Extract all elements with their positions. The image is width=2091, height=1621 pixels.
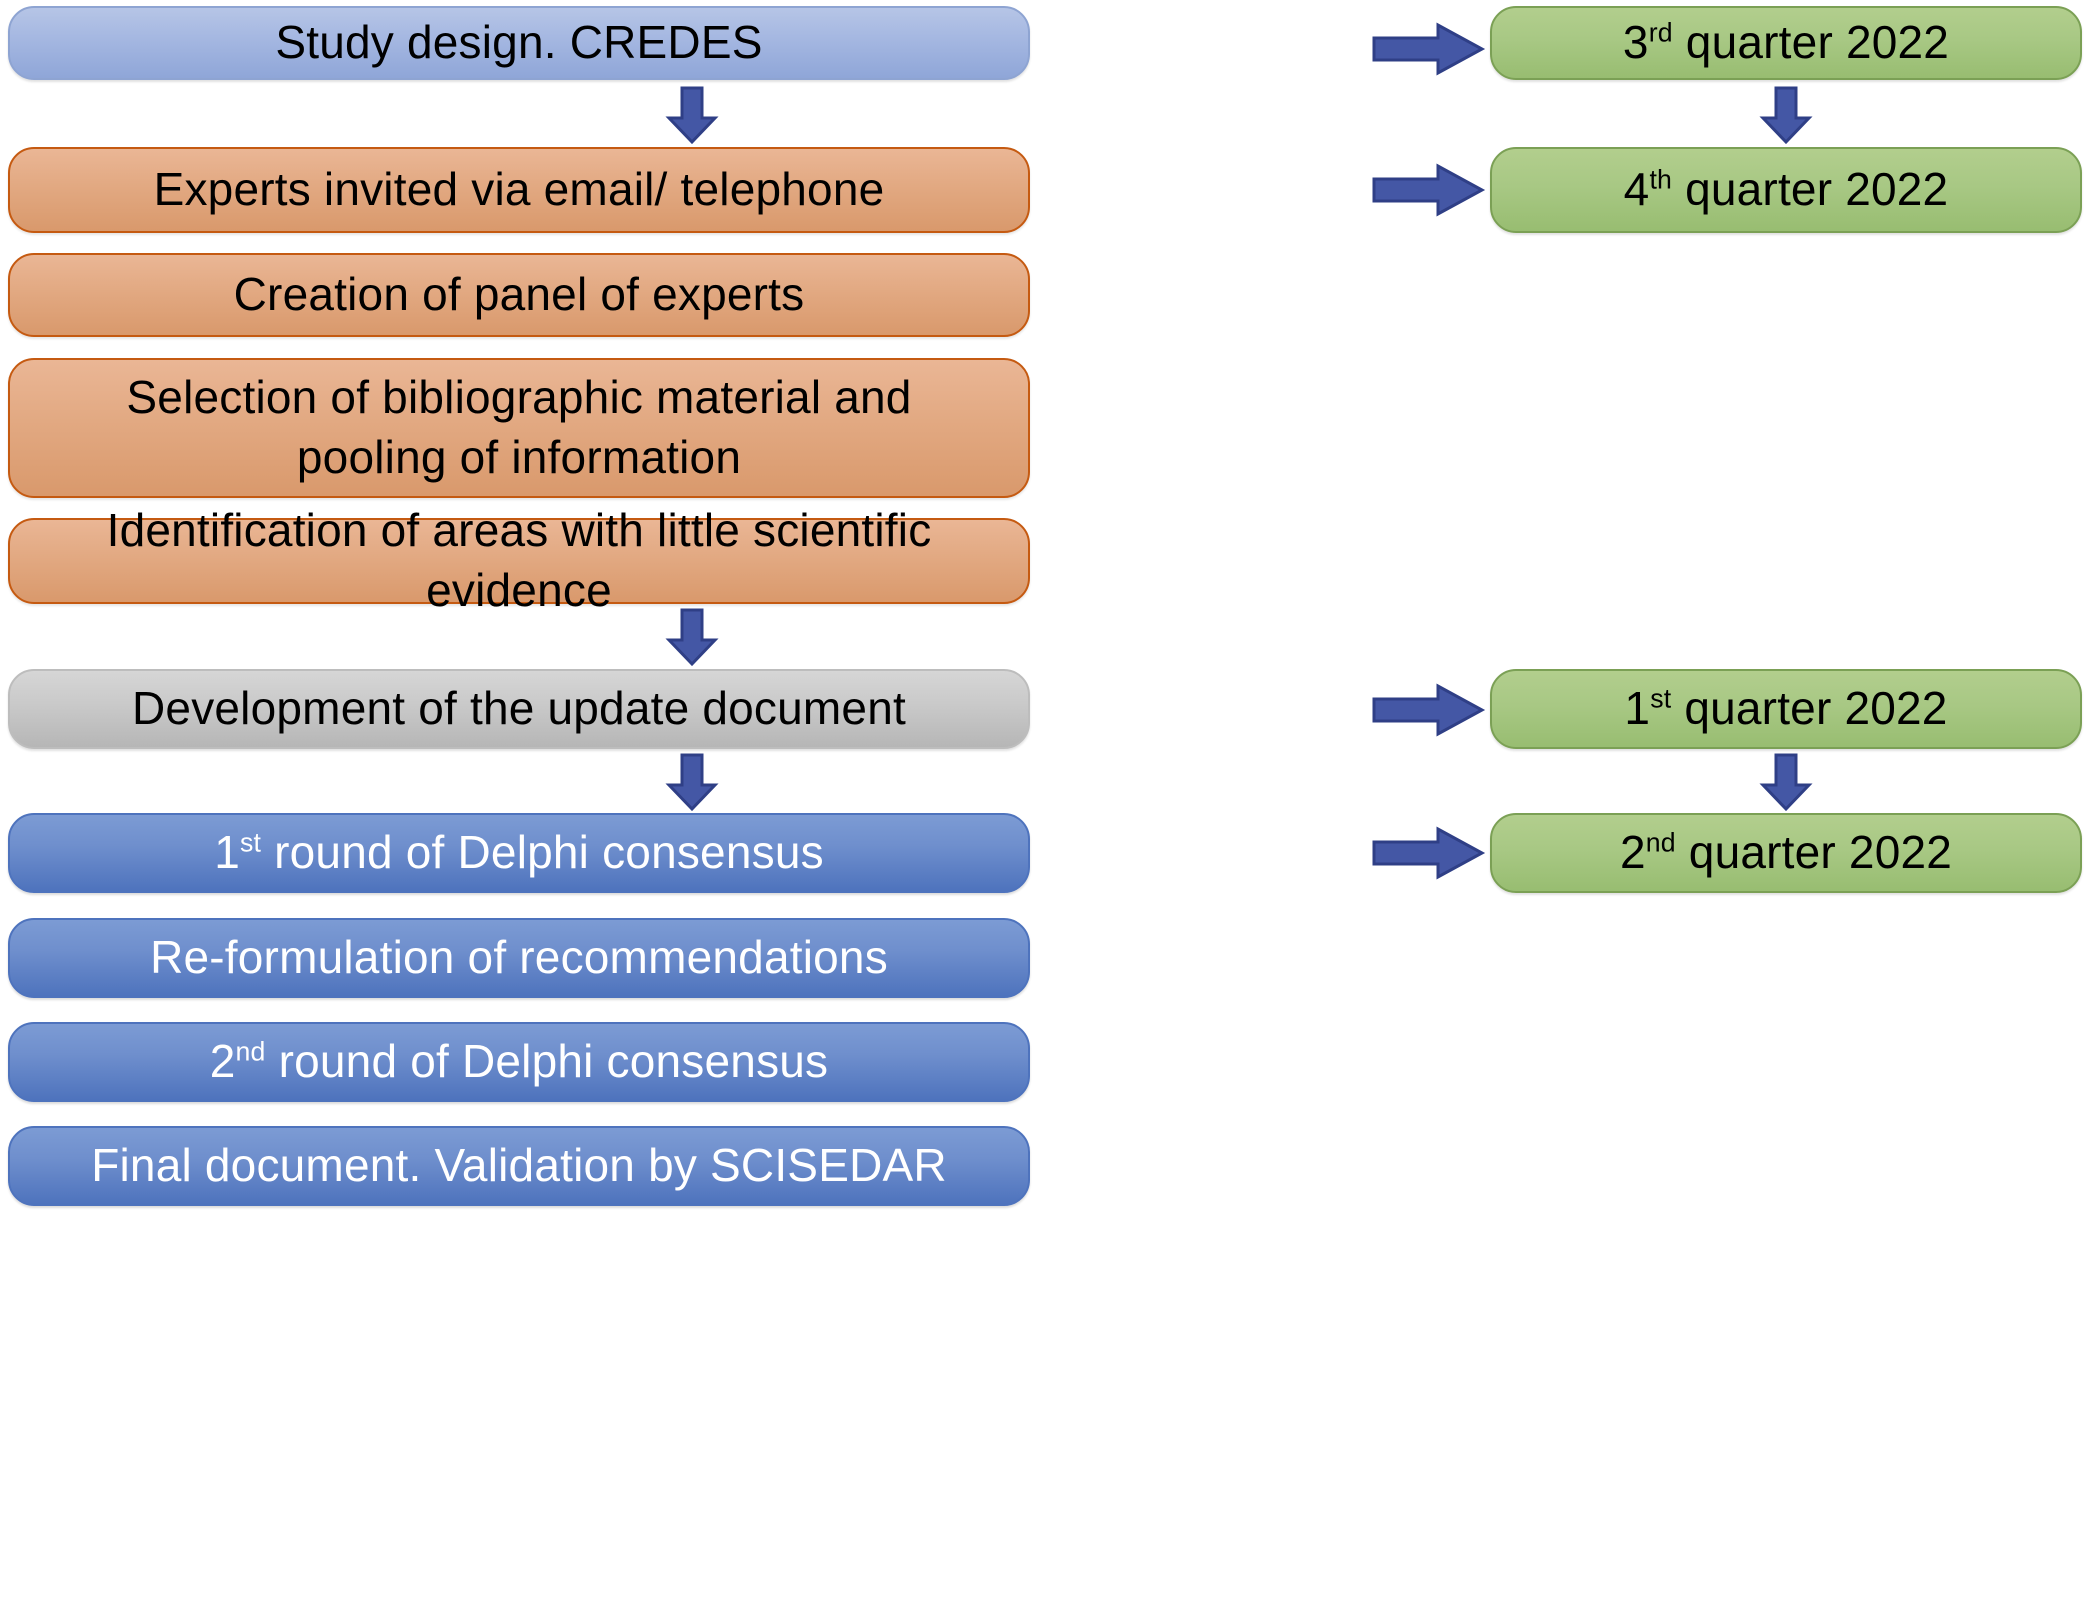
node-delphi-round-1-label: 1st round of Delphi consensus <box>36 823 1002 883</box>
node-development-document-label: Development of the update document <box>132 682 906 735</box>
ordinal-rest: round of Delphi consensus <box>265 1035 829 1088</box>
node-q2-2022[interactable]: 2nd quarter 2022 <box>1490 813 2082 893</box>
ordinal-number: 3 <box>1622 16 1649 69</box>
node-q2-2022-label: 2nd quarter 2022 <box>1518 823 2054 883</box>
ordinal-number: 1 <box>214 826 240 879</box>
node-final-document[interactable]: Final document. Validation by SCISEDAR <box>8 1126 1030 1206</box>
ordinal-suffix: nd <box>1645 827 1676 858</box>
node-identification-areas-label: Identification of areas with little scie… <box>106 504 932 616</box>
arrow-delphi1-to-q2 <box>1372 826 1486 880</box>
ordinal-suffix: st <box>1650 683 1672 714</box>
arrow-development-to-q1 <box>1372 683 1486 737</box>
ordinal-suffix: st <box>239 827 262 858</box>
ordinal-number: 2 <box>209 1035 236 1088</box>
arrow-identification-to-development <box>664 608 720 667</box>
node-development-document[interactable]: Development of the update document <box>8 669 1030 749</box>
node-experts-invited-label: Experts invited via email/ telephone <box>153 163 885 216</box>
ordinal-rest: quarter 2022 <box>1675 826 1953 879</box>
arrow-study-design-to-q3 <box>1372 22 1486 76</box>
arrow-experts-to-q4 <box>1372 163 1486 217</box>
node-q1-2022-label: 1st quarter 2022 <box>1518 679 2054 739</box>
node-q4-2022[interactable]: 4th quarter 2022 <box>1490 147 2082 233</box>
arrow-study-design-to-experts <box>664 86 720 145</box>
node-final-document-label: Final document. Validation by SCISEDAR <box>91 1139 947 1192</box>
ordinal-number: 2 <box>1619 826 1646 879</box>
node-delphi-round-2-label: 2nd round of Delphi consensus <box>36 1032 1002 1092</box>
ordinal-rest: quarter 2022 <box>1672 163 1949 216</box>
node-creation-panel[interactable]: Creation of panel of experts <box>8 253 1030 337</box>
ordinal-number: 1 <box>1624 682 1651 735</box>
node-delphi-round-1[interactable]: 1st round of Delphi consensus <box>8 813 1030 893</box>
node-q3-2022-label: 3rd quarter 2022 <box>1518 13 2054 73</box>
node-study-design-label: Study design. CREDES <box>275 16 763 69</box>
ordinal-rest: round of Delphi consensus <box>261 826 824 879</box>
node-q1-2022[interactable]: 1st quarter 2022 <box>1490 669 2082 749</box>
ordinal-rest: quarter 2022 <box>1672 16 1950 69</box>
node-q4-2022-label: 4th quarter 2022 <box>1518 160 2054 220</box>
node-reformulation-label: Re-formulation of recommendations <box>150 931 888 984</box>
ordinal-suffix: rd <box>1648 17 1673 48</box>
arrow-development-to-delphi1 <box>664 753 720 812</box>
ordinal-rest: quarter 2022 <box>1671 682 1948 735</box>
arrow-q1-to-q2 <box>1758 753 1814 812</box>
node-q3-2022[interactable]: 3rd quarter 2022 <box>1490 6 2082 80</box>
ordinal-suffix: nd <box>235 1036 266 1067</box>
node-creation-panel-label: Creation of panel of experts <box>233 268 805 321</box>
ordinal-suffix: th <box>1649 164 1673 195</box>
node-reformulation[interactable]: Re-formulation of recommendations <box>8 918 1030 998</box>
node-experts-invited[interactable]: Experts invited via email/ telephone <box>8 147 1030 233</box>
arrow-q3-to-q4 <box>1758 86 1814 145</box>
node-identification-areas[interactable]: Identification of areas with little scie… <box>8 504 1030 616</box>
node-study-design[interactable]: Study design. CREDES <box>8 6 1030 80</box>
node-delphi-round-2[interactable]: 2nd round of Delphi consensus <box>8 1022 1030 1102</box>
node-selection-material-label: Selection of bibliographic material and … <box>126 371 912 483</box>
node-selection-material[interactable]: Selection of bibliographic material and … <box>8 358 1030 498</box>
ordinal-number: 4 <box>1623 163 1650 216</box>
